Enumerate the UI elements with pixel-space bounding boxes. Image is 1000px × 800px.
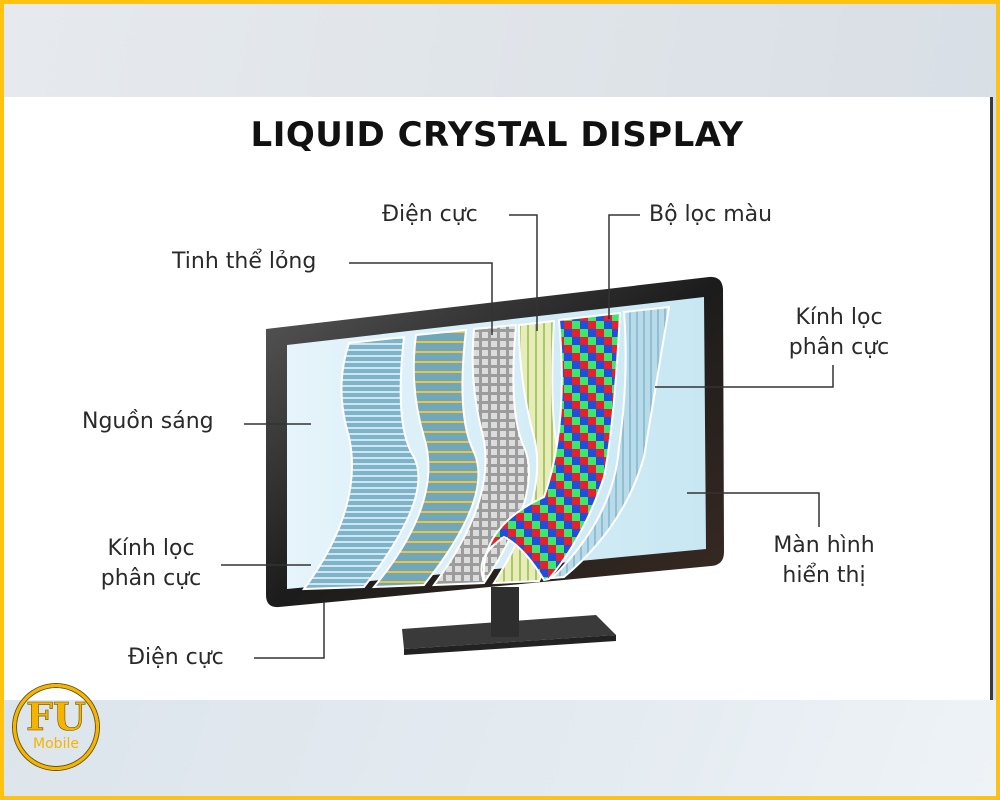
label-electrode-top: Điện cực (382, 202, 478, 227)
label-light-source: Nguồn sáng (82, 409, 214, 434)
top-band (4, 4, 996, 97)
diagram-title: LIQUID CRYSTAL DISPLAY (250, 115, 744, 155)
bottom-band (4, 700, 996, 796)
content-panel: LIQUID CRYSTAL DISPLAY (4, 97, 990, 700)
panel-edge (990, 97, 993, 700)
outer-frame: LIQUID CRYSTAL DISPLAY (4, 4, 996, 796)
label-polarizer-left: Kính lọc phân cực (100, 536, 202, 591)
label-electrode-bottom: Điện cực (128, 645, 224, 670)
callout-lines (221, 214, 834, 659)
fu-mobile-logo: FU Mobile (13, 684, 99, 770)
logo-brand: FU (25, 694, 87, 739)
label-color-filter: Bộ lọc màu (649, 202, 773, 227)
label-polarizer-right: Kính lọc phân cực (788, 305, 890, 360)
logo-sub: Mobile (33, 736, 79, 752)
monitor-stand (402, 587, 616, 655)
label-liquid-crystal: Tinh thể lỏng (172, 249, 317, 274)
label-display-screen: Màn hình hiển thị (773, 533, 875, 588)
lcd-diagram (221, 214, 834, 659)
